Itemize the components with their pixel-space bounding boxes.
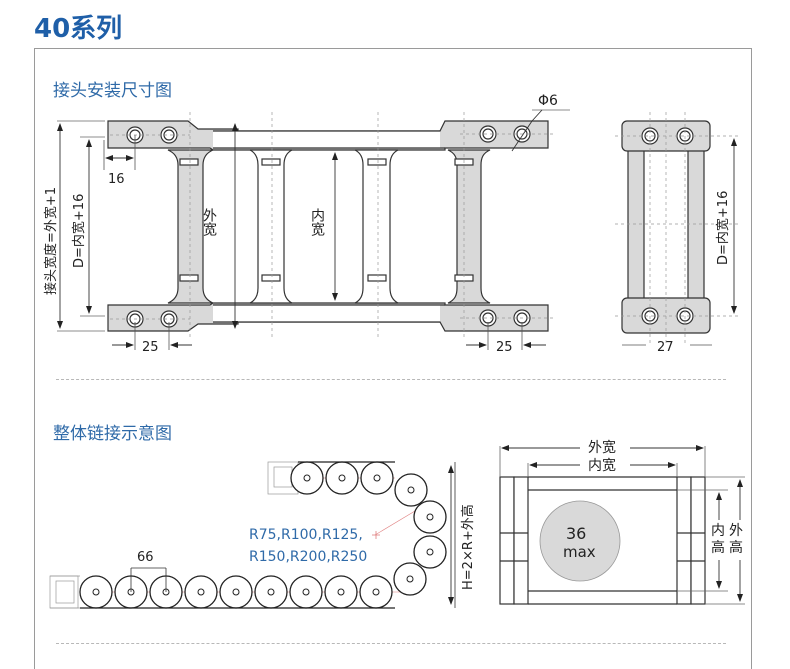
max-cable-circle <box>539 500 621 582</box>
cross-section <box>499 445 745 605</box>
section-title-mounting: 接头安装尺寸图 <box>53 81 172 101</box>
crossbar-mid-2 <box>354 149 399 304</box>
cs-inner-width: 内宽 <box>588 457 616 474</box>
outer-height-1: 外 <box>729 523 743 539</box>
content-frame <box>34 48 752 669</box>
link-pin <box>407 486 415 494</box>
dim-25-left: 25 <box>142 340 159 355</box>
series-title: 40系列 <box>34 14 123 44</box>
dim-25-right: 25 <box>496 340 513 355</box>
height-formula: H=2×R+外高 <box>460 504 476 590</box>
side-view <box>615 112 740 346</box>
outer-width-label: 外宽 <box>201 208 217 237</box>
connector-width-label: 接头宽度=外宽+1 <box>43 187 59 295</box>
link-pin <box>303 474 311 482</box>
link-pin <box>373 474 381 482</box>
hole-diameter-label: Φ6 <box>538 93 558 109</box>
max-value: 36 <box>566 524 586 543</box>
crossbar-left <box>167 149 214 304</box>
link-pin <box>302 588 310 596</box>
inner-height-1: 内 <box>711 523 725 539</box>
section-divider-bottom <box>56 643 726 644</box>
link-pin <box>338 474 346 482</box>
radius-options-line1: R75,R100,R125, <box>249 527 363 543</box>
dim-16: 16 <box>108 172 125 187</box>
section-title-chain: 整体链接示意图 <box>53 424 172 444</box>
link-pin <box>267 588 275 596</box>
chain-diagram <box>49 461 456 609</box>
link-pin <box>406 575 414 583</box>
link-pin <box>337 588 345 596</box>
link-pin <box>92 588 100 596</box>
section-divider <box>56 379 726 380</box>
link-pin <box>426 548 434 556</box>
inner-width-label: 内宽 <box>309 208 325 237</box>
link-pin <box>232 588 240 596</box>
dim-27: 27 <box>657 340 674 355</box>
pitch-label: 66 <box>137 550 154 565</box>
link-pin <box>426 513 434 521</box>
cs-outer-width: 外宽 <box>588 439 616 456</box>
inner-height-2: 高 <box>711 539 725 556</box>
link-pin <box>372 588 380 596</box>
outer-height-2: 高 <box>729 539 743 556</box>
radius-options-line2: R150,R200,R250 <box>249 549 367 565</box>
max-unit: max <box>563 543 596 561</box>
link-pin <box>197 588 205 596</box>
crossbar-mid-1 <box>249 149 293 304</box>
mounting-diagram <box>57 109 570 350</box>
d-label-left: D=内宽+16 <box>71 194 87 268</box>
d-label-side: D=内宽+16 <box>715 191 731 265</box>
